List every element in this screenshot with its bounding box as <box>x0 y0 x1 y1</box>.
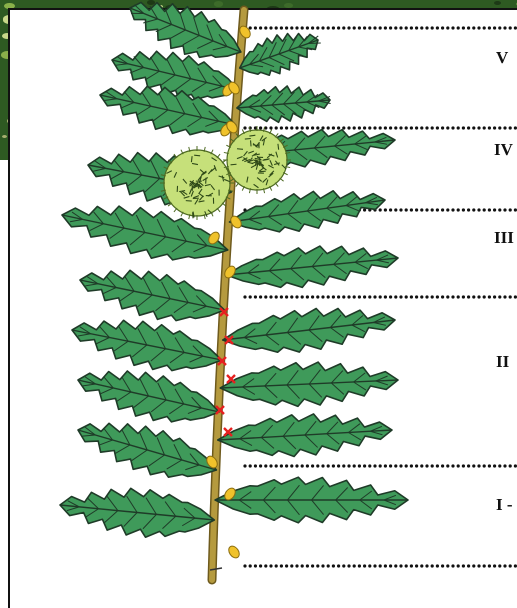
leaf-15 <box>73 358 224 434</box>
zone-label-iii: III <box>494 228 514 248</box>
zone-label-v: V <box>496 48 508 68</box>
zone-label-iv: IV <box>494 140 513 160</box>
leaf-14 <box>219 358 399 410</box>
leaf-11 <box>75 258 229 333</box>
zone-label-ii: II <box>496 352 509 372</box>
leaf-12 <box>220 299 397 360</box>
leaf-16 <box>217 409 394 461</box>
leaf-19 <box>58 481 217 543</box>
leaf-17 <box>72 408 223 492</box>
zone-label-i: I - <box>496 495 513 515</box>
leaf-10 <box>224 238 400 294</box>
leaf-4 <box>235 82 331 126</box>
chestnut-burr-left <box>160 146 234 220</box>
bud-11 <box>227 544 242 560</box>
leaf-18 <box>215 477 408 523</box>
leaf-13 <box>68 308 227 383</box>
